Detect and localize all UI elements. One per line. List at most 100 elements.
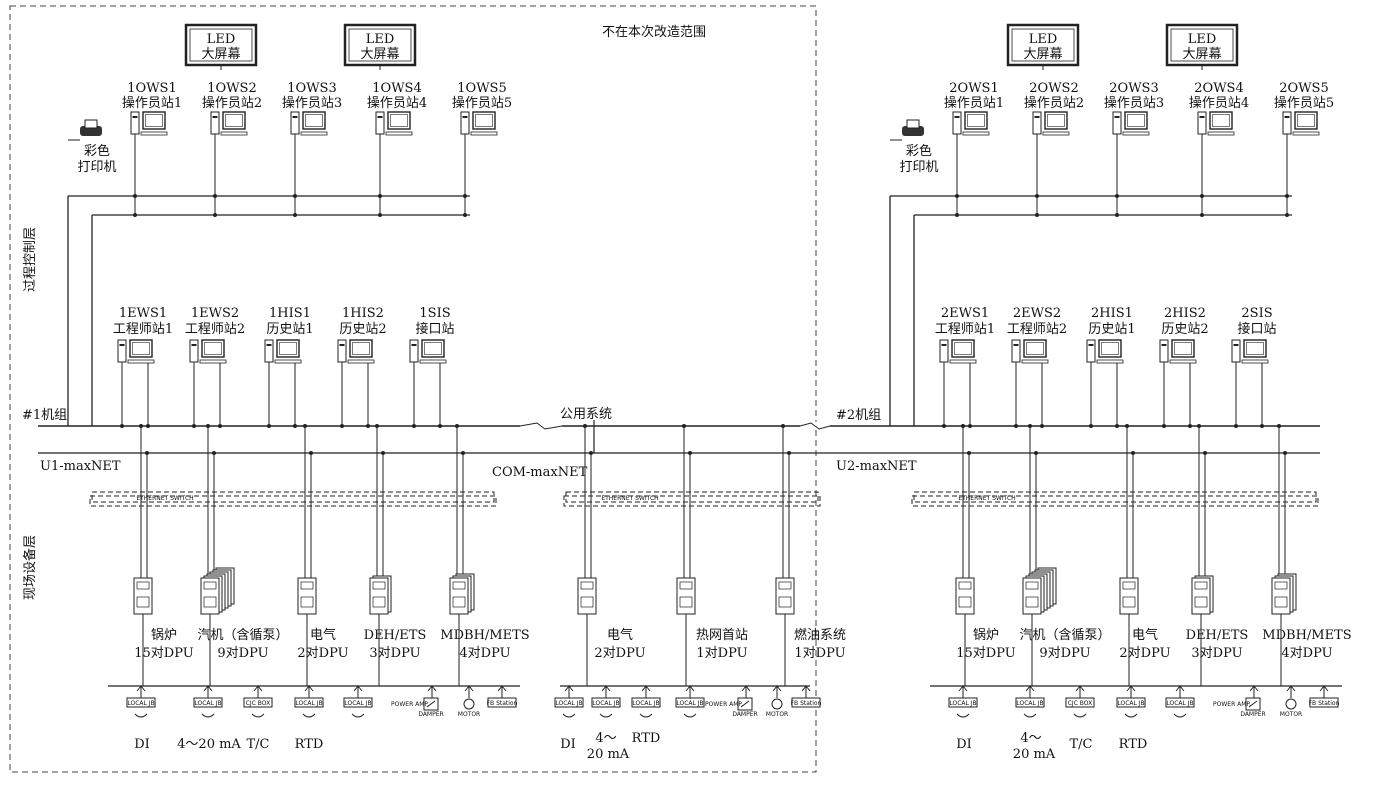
field-device-2-2: LOCAL JB	[1015, 685, 1045, 718]
dpu-io	[136, 596, 150, 608]
dpu-module	[1119, 577, 1139, 615]
dpu-1-2	[200, 567, 235, 615]
drive-slot	[132, 116, 138, 118]
dpu-module	[955, 577, 975, 615]
dpu-name: MDBH/METS	[1262, 628, 1351, 643]
dpu-count: 2对DPU	[1119, 646, 1170, 661]
ows-name: 操作员站1	[122, 95, 182, 111]
field-device-2-7: MOTOR	[1280, 685, 1302, 718]
monitor	[276, 339, 300, 358]
dpu-name: 锅炉	[973, 627, 999, 643]
keyboard	[419, 359, 447, 364]
power-amp-label: POWER AMP.	[705, 701, 743, 708]
bus-break-symbol	[799, 422, 831, 430]
local-jb-label: LOCAL JB	[295, 700, 322, 707]
junction	[688, 451, 692, 455]
tower-case	[210, 111, 220, 135]
common-field-device-2: LOCAL JB	[591, 685, 621, 718]
local-jb	[343, 697, 373, 708]
junction	[1162, 424, 1166, 428]
tower-case	[264, 339, 274, 363]
drive-slot	[1199, 116, 1205, 118]
dpu-2-5	[1271, 573, 1297, 615]
dpu-module	[369, 577, 389, 615]
sensor-symbol	[1073, 713, 1087, 718]
ews-id: 2HIS2	[1164, 306, 1206, 321]
dpu-io	[580, 596, 594, 608]
screen	[1026, 342, 1044, 355]
dpu-module	[297, 577, 317, 615]
junction	[1035, 213, 1039, 217]
color-printer-2	[902, 119, 924, 136]
drive-slot	[119, 344, 125, 346]
operator-station-2-1	[952, 111, 990, 136]
arrow-head	[1075, 685, 1085, 692]
junction	[267, 424, 271, 428]
keyboard	[470, 131, 498, 136]
local-jb	[193, 697, 223, 708]
junction	[366, 424, 370, 428]
tower-case	[1282, 111, 1292, 135]
operator-station-1-3	[290, 111, 328, 136]
dpu-2-1	[955, 577, 975, 615]
junction	[293, 424, 297, 428]
engineering-station-2-4	[1159, 339, 1197, 364]
dpu-name: 电气	[310, 627, 336, 643]
drive-slot	[1284, 116, 1290, 118]
junction	[1197, 424, 1201, 428]
dpu-count: 15对DPU	[956, 646, 1015, 661]
local-jb	[591, 697, 621, 708]
ows-name: 操作员站5	[452, 95, 512, 111]
tower-case	[1032, 111, 1042, 135]
ews-name: 工程师站2	[185, 322, 245, 337]
junction	[682, 424, 686, 428]
arrow-head	[353, 685, 363, 692]
ews-id: 1EWS1	[119, 306, 167, 321]
dpu-1-3	[297, 577, 317, 615]
monitor	[951, 339, 975, 358]
ows-name: 操作员站2	[202, 95, 262, 111]
keyboard	[274, 359, 302, 364]
printer-label: 彩色	[84, 143, 110, 159]
dpu-io	[1194, 596, 1208, 608]
ews-id: 1SIS	[419, 306, 450, 321]
dpu-cpu	[136, 581, 150, 590]
ows-id: 1OWS4	[372, 81, 421, 96]
operator-station-1-5	[460, 111, 498, 136]
color-printer-1	[80, 119, 102, 136]
junction	[1115, 194, 1119, 198]
drive-slot	[1233, 344, 1239, 346]
io-label-tc: T/C	[1070, 737, 1093, 752]
common-field-device-1: LOCAL JB	[554, 685, 584, 718]
dpu-name: 燃油系统	[794, 627, 846, 643]
keyboard	[347, 359, 375, 364]
arrow-head	[427, 685, 437, 692]
drive-slot	[1114, 116, 1120, 118]
arrow-head	[564, 685, 574, 692]
dpu-cpu	[679, 581, 693, 590]
field-device-2-4: LOCAL JB	[1116, 685, 1146, 718]
keyboard	[127, 359, 155, 364]
led-frame	[1165, 23, 1239, 67]
ews-id: 1HIS2	[342, 306, 384, 321]
dpu-io	[300, 596, 314, 608]
junction	[340, 424, 344, 428]
local-jb	[631, 697, 661, 708]
ethernet-switch-frame	[89, 495, 497, 507]
field-device-1-5: LOCAL JB	[343, 685, 373, 718]
damper-label: DAMPER	[1240, 711, 1265, 718]
engineering-station-1-1	[117, 339, 155, 364]
dpu-io	[958, 596, 972, 608]
dpu-2-4	[1191, 575, 1214, 615]
dpu-1-4	[369, 575, 392, 615]
arrow-head	[253, 685, 263, 692]
arrow-head	[1286, 685, 1296, 692]
damper-blade	[1248, 700, 1258, 708]
monitor	[387, 111, 411, 130]
drive-slot	[1088, 344, 1094, 346]
dpu-count: 4对DPU	[459, 646, 510, 661]
led-screen-1-2	[343, 23, 417, 67]
motor-symbol	[463, 698, 475, 710]
engineering-station-2-2	[1011, 339, 1049, 364]
junction	[378, 213, 382, 217]
